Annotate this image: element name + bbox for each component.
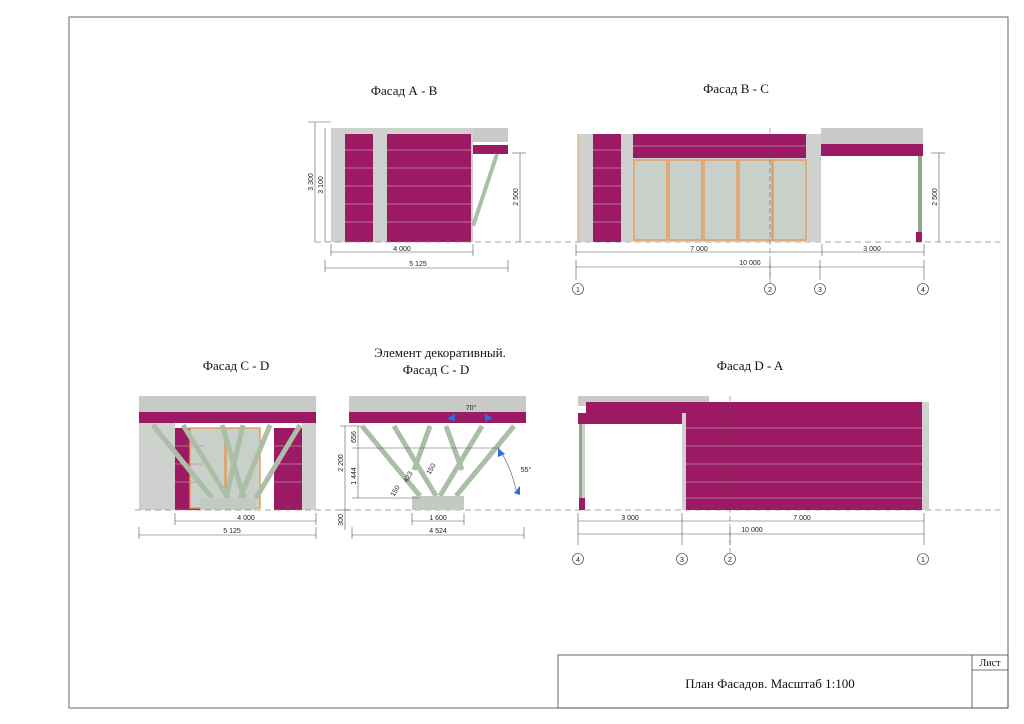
facade-ab: Фасад А - В 4 000 5 125 3 300 3 100 2 50… <box>308 83 1000 272</box>
element-dim-v1: 656 <box>351 431 358 443</box>
bc-axis-3: 3 <box>818 287 822 294</box>
bc-dim-main: 7 000 <box>690 246 708 253</box>
element-dim-d1: 423 <box>403 470 415 484</box>
facade-cd-title: Фасад С - D <box>203 358 270 373</box>
decorative-element: Элемент декоративный. Фасад С - D 70° 55… <box>338 345 531 539</box>
ab-dim-total: 5 125 <box>409 261 427 268</box>
facade-cd: Фасад С - D 4 000 5 125 <box>135 358 1000 539</box>
ab-dim-hright: 2 500 <box>513 188 520 206</box>
ab-dim-inner: 4 000 <box>393 246 411 253</box>
ab-dim-h1: 3 300 <box>308 173 315 191</box>
element-title-line2: Фасад С - D <box>403 362 470 377</box>
facade-da-title: Фасад D - A <box>717 358 784 373</box>
bc-dim-total: 10 000 <box>739 260 761 267</box>
bc-axis-markers: 1 2 3 4 <box>572 283 929 295</box>
facade-ab-title: Фасад А - В <box>371 83 438 98</box>
bc-dim-hright: 2 500 <box>932 188 939 206</box>
facade-bc: Фасад В - С 7 000 3 000 1 <box>572 81 945 295</box>
element-dim-v2: 2 200 <box>338 454 345 472</box>
stamp-title: План Фасадов. Масштаб 1:100 <box>685 676 855 691</box>
facade-ab-strips <box>345 149 471 223</box>
element-dim-total: 4 524 <box>429 528 447 535</box>
sheet-border <box>68 16 1009 709</box>
facade-bc-strips <box>593 145 806 223</box>
element-dim-d2: 150 <box>426 462 438 476</box>
da-axis-markers: 4 3 2 1 <box>572 553 929 565</box>
da-dim-left: 3 000 <box>621 515 639 522</box>
element-angle-side: 55° <box>521 466 532 474</box>
da-axis-3: 3 <box>680 557 684 564</box>
bc-dim-right: 3 000 <box>863 246 881 253</box>
element-dim-inner: 1 600 <box>429 515 447 522</box>
element-angle-top: 70° <box>466 404 477 412</box>
stamp-sheet-label: Лист <box>980 658 1002 669</box>
cd-dim-inner: 4 000 <box>237 515 255 522</box>
facade-da-strips <box>686 427 922 499</box>
element-title-line1: Элемент декоративный. <box>374 345 506 360</box>
da-axis-1: 1 <box>921 557 925 564</box>
facade-bc-title: Фасад В - С <box>703 81 769 96</box>
element-dim-d3: 150 <box>390 484 402 498</box>
cd-dim-total: 5 125 <box>223 528 241 535</box>
bc-axis-1: 1 <box>576 287 580 294</box>
da-axis-4: 4 <box>576 557 580 564</box>
bc-window-panes <box>633 159 807 241</box>
element-dim-v3: 1 444 <box>351 467 358 485</box>
element-braces <box>360 424 516 510</box>
bc-axis-4: 4 <box>921 287 925 294</box>
facade-da: Фасад D - A 3 000 7 000 10 000 4 3 <box>572 358 929 565</box>
bc-axis-2: 2 <box>768 287 772 294</box>
ab-dim-h2: 3 100 <box>318 176 325 194</box>
da-dim-right: 7 000 <box>793 515 811 522</box>
element-dim-v4: 300 <box>338 514 345 526</box>
cd-braces <box>151 423 303 510</box>
da-dim-total: 10 000 <box>741 527 763 534</box>
da-axis-2: 2 <box>728 557 732 564</box>
title-block: План Фасадов. Масштаб 1:100 Лист <box>557 654 1009 709</box>
